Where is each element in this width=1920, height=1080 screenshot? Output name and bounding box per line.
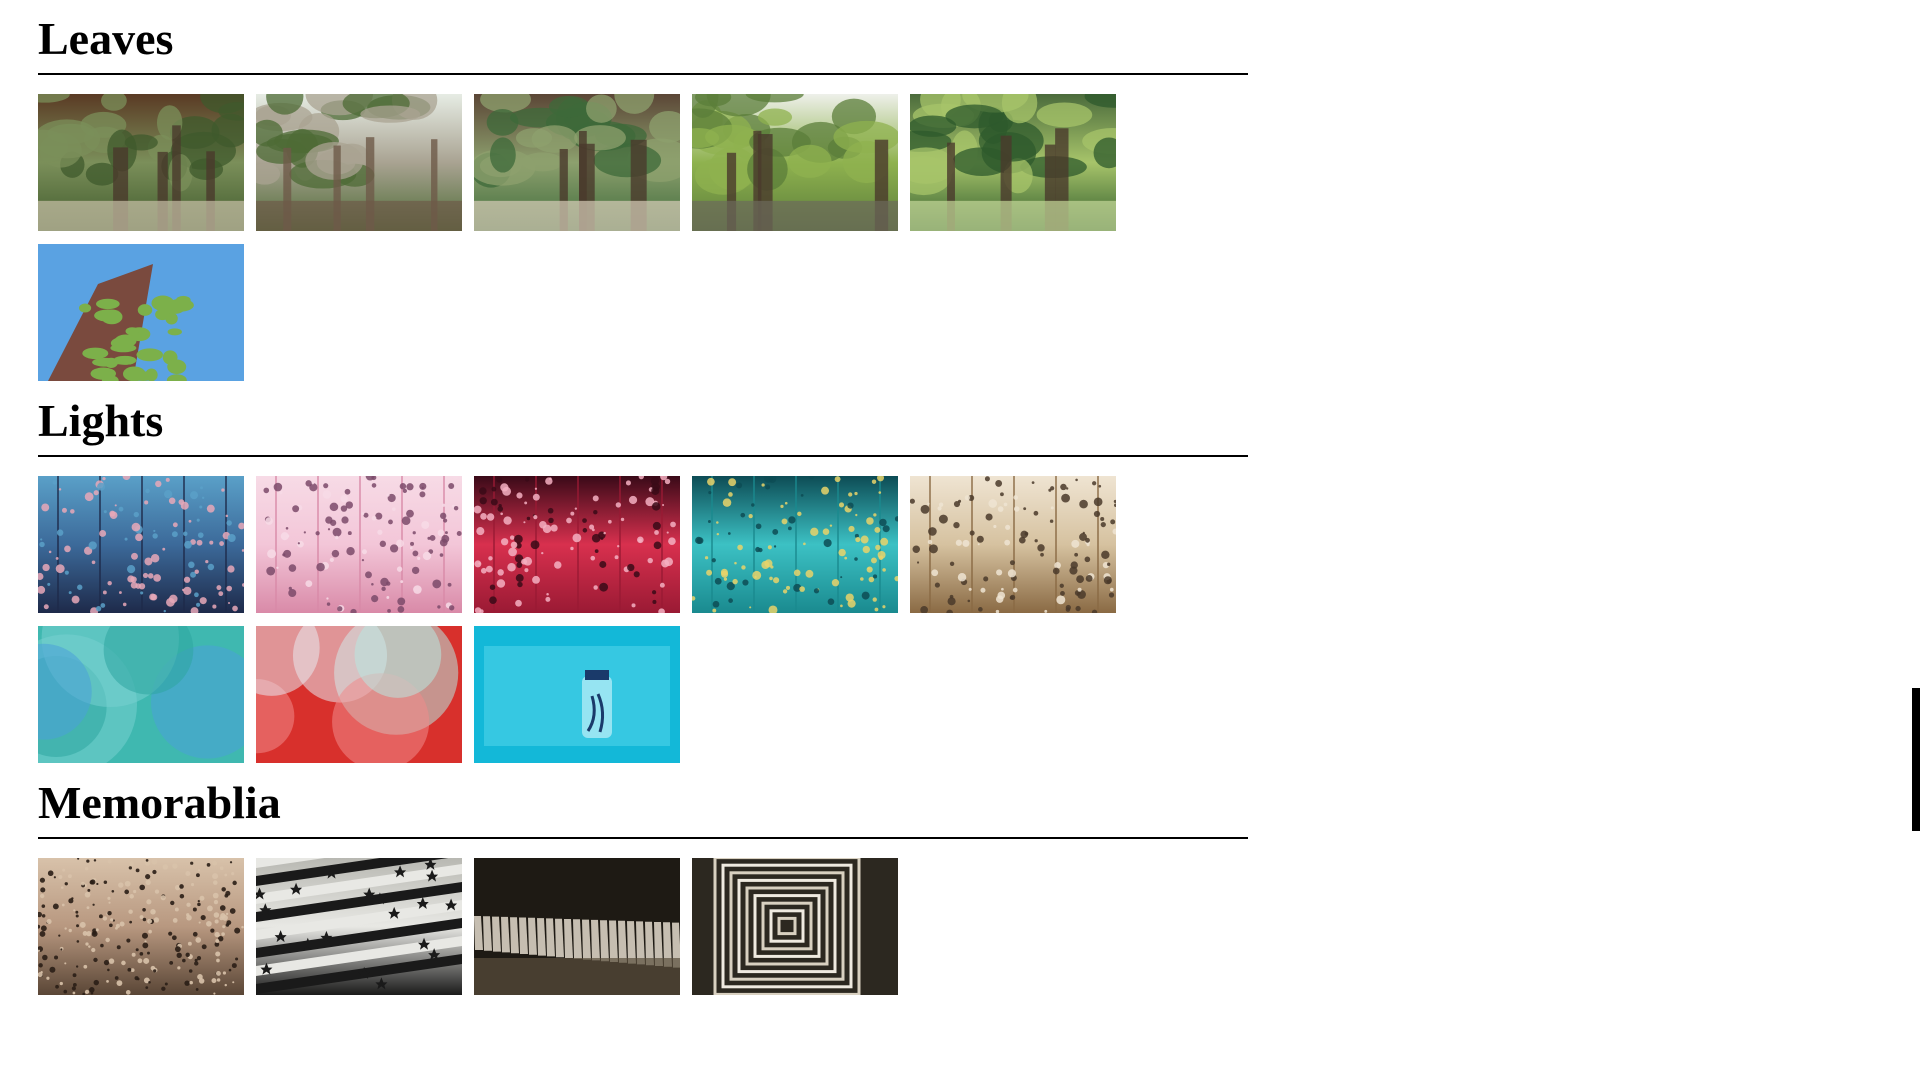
jar-aquarium-photo[interactable] xyxy=(474,626,680,763)
section-divider xyxy=(38,73,1248,75)
photo-thumbnail-image xyxy=(474,626,680,763)
side-scroll-handle[interactable] xyxy=(1912,688,1920,831)
section-title: Lights xyxy=(38,395,164,446)
photo-thumbnail-image xyxy=(910,94,1116,231)
pink-light-tunnel-photo[interactable] xyxy=(256,476,462,613)
stone-wall-garden-photo[interactable] xyxy=(692,94,898,231)
photo-thumbnail-image xyxy=(38,626,244,763)
gallery-section-lights: Lights xyxy=(38,394,1248,776)
star-staircase-photo[interactable] xyxy=(256,858,462,995)
forest-roots-photo[interactable] xyxy=(38,94,244,231)
photo-thumbnail-image xyxy=(692,94,898,231)
ivy-tower-photo[interactable] xyxy=(38,244,244,381)
photo-thumbnail-image xyxy=(256,626,462,763)
photo-thumbnail-image xyxy=(256,476,462,613)
trimmed-hedges-photo[interactable] xyxy=(910,94,1116,231)
section-title: Memorablia xyxy=(38,777,281,828)
section-divider xyxy=(38,455,1248,457)
amber-lattice-room-photo[interactable] xyxy=(910,476,1116,613)
red-light-room-photo[interactable] xyxy=(474,476,680,613)
pin-field-photo[interactable] xyxy=(38,858,244,995)
tree-avenue-photo[interactable] xyxy=(474,94,680,231)
gallery-section-leaves: Leaves xyxy=(38,12,1248,394)
section-divider xyxy=(38,837,1248,839)
section-title: Leaves xyxy=(38,13,174,64)
photo-thumbnail-image xyxy=(256,94,462,231)
photo-thumbnail-image xyxy=(38,476,244,613)
teal-balloons-photo[interactable] xyxy=(38,626,244,763)
photo-thumbnail-image xyxy=(474,476,680,613)
gallery-section-memorablia: Memorablia xyxy=(38,776,1248,1008)
photo-thumbnail-image xyxy=(38,94,244,231)
red-balloons-photo[interactable] xyxy=(256,626,462,763)
photo-thumbnail-image xyxy=(474,94,680,231)
thumbnail-grid xyxy=(38,476,1248,776)
photo-thumbnail-image xyxy=(256,858,462,995)
spiral-stairwell-photo[interactable] xyxy=(692,858,898,995)
piano-keys-photo[interactable] xyxy=(474,858,680,995)
photo-thumbnail-image xyxy=(692,476,898,613)
photo-thumbnail-image xyxy=(38,244,244,381)
photo-thumbnail-image xyxy=(474,858,680,995)
photo-thumbnail-image xyxy=(910,476,1116,613)
photo-thumbnail-image xyxy=(38,858,244,995)
thumbnail-grid xyxy=(38,94,1248,394)
rocky-slope-photo[interactable] xyxy=(256,94,462,231)
photo-thumbnail-image xyxy=(692,858,898,995)
teal-light-room-photo[interactable] xyxy=(692,476,898,613)
thumbnail-grid xyxy=(38,858,1248,1008)
mirror-room-blue-lights-photo[interactable] xyxy=(38,476,244,613)
